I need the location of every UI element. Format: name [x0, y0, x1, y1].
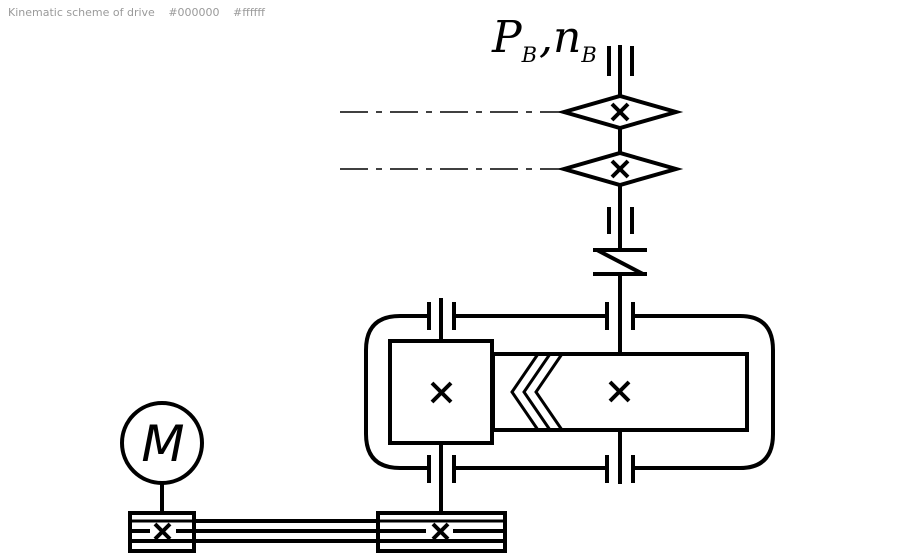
gearbox-housing [364, 314, 775, 470]
background-color-value: #ffffff [233, 6, 265, 19]
center-lines [340, 111, 564, 170]
motor-label: M [141, 415, 184, 473]
output-speed-symbol: n [553, 12, 582, 63]
diagram-title: Kinematic scheme of drive [8, 6, 155, 19]
output-separator: , [539, 12, 554, 63]
output-speed-subscript: B [581, 43, 597, 67]
output-gear-upper [556, 93, 684, 131]
stroke-color-value: #000000 [168, 6, 220, 19]
coupling [593, 248, 647, 276]
output-label: PB,nB [492, 8, 599, 68]
belt-drive [128, 511, 507, 553]
gearbox-bearings [427, 302, 635, 483]
pinion-gear [388, 339, 494, 445]
electric-motor [120, 401, 204, 513]
wheel-gear [491, 352, 749, 432]
output-power-subscript: B [521, 43, 538, 67]
output-gear-lower [556, 150, 684, 188]
output-power-symbol: P [492, 12, 522, 63]
diagram-meta: Kinematic scheme of drive #000000 #fffff… [8, 6, 275, 20]
output-shaft [607, 45, 634, 355]
